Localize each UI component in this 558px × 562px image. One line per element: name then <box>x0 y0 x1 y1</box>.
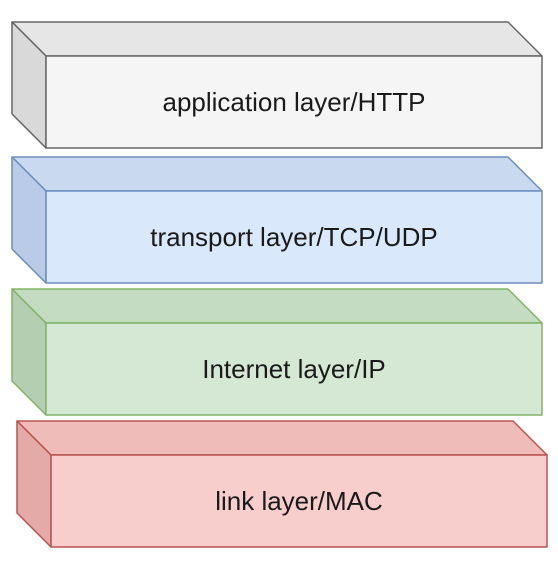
internet-layer-top-face <box>11 288 543 324</box>
transport-layer-box: transport layer/TCP/UDP <box>11 156 543 284</box>
layer-group: application layer/HTTP transport layer/TC… <box>11 21 548 548</box>
internet-layer-box: Internet layer/IP <box>11 288 543 416</box>
application-layer-box: application layer/HTTP <box>11 21 543 149</box>
internet-layer-front-face <box>45 322 543 416</box>
application-layer-front-face <box>45 55 543 149</box>
application-layer-top-face <box>11 21 543 57</box>
link-layer-front-face <box>50 454 548 548</box>
link-layer-label: link layer/MAC <box>215 486 383 516</box>
transport-layer-label: transport layer/TCP/UDP <box>150 222 438 252</box>
link-layer-top-face <box>16 420 548 456</box>
application-layer-label: application layer/HTTP <box>163 87 426 117</box>
transport-layer-front-face <box>45 190 543 284</box>
link-layer-box: link layer/MAC <box>16 420 548 548</box>
internet-layer-label: Internet layer/IP <box>202 354 386 384</box>
transport-layer-top-face <box>11 156 543 192</box>
